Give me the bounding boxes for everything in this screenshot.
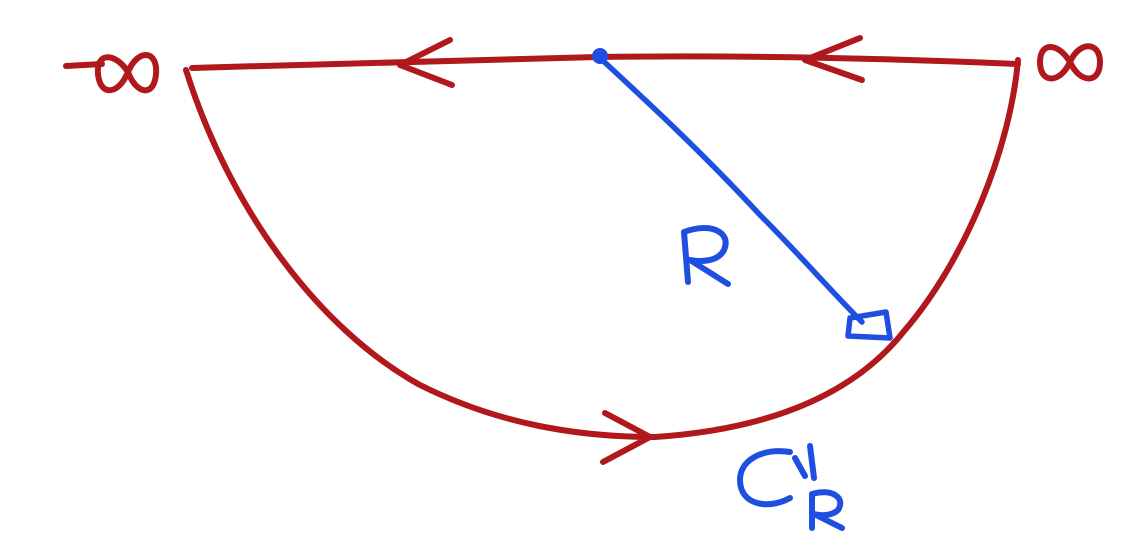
arrowhead-top-left bbox=[397, 37, 455, 88]
semicircle-arc bbox=[183, 57, 1021, 440]
radius-label: R bbox=[680, 230, 722, 300]
pos-infinity-label: ∞ bbox=[1035, 48, 1078, 108]
arrowhead-top-right bbox=[802, 35, 865, 83]
contour-label-c-glyph bbox=[737, 448, 793, 508]
contour-label-sub-glyph bbox=[809, 489, 845, 531]
radius-label-glyph bbox=[681, 225, 731, 287]
arrowhead-bottom bbox=[600, 410, 653, 465]
contour-label: C bbox=[738, 450, 780, 520]
pos-infinity-glyph bbox=[1037, 43, 1103, 82]
contour-label-subscript: R bbox=[810, 494, 838, 540]
radius-arrowhead bbox=[845, 309, 893, 341]
center-point bbox=[592, 48, 608, 64]
neg-infinity-glyph bbox=[94, 52, 160, 94]
radius-line bbox=[597, 55, 865, 325]
contour-label-prime-glyph bbox=[792, 443, 817, 481]
neg-infinity-label: -∞ bbox=[60, 48, 122, 108]
contour-label-prime: ′ bbox=[795, 442, 804, 488]
